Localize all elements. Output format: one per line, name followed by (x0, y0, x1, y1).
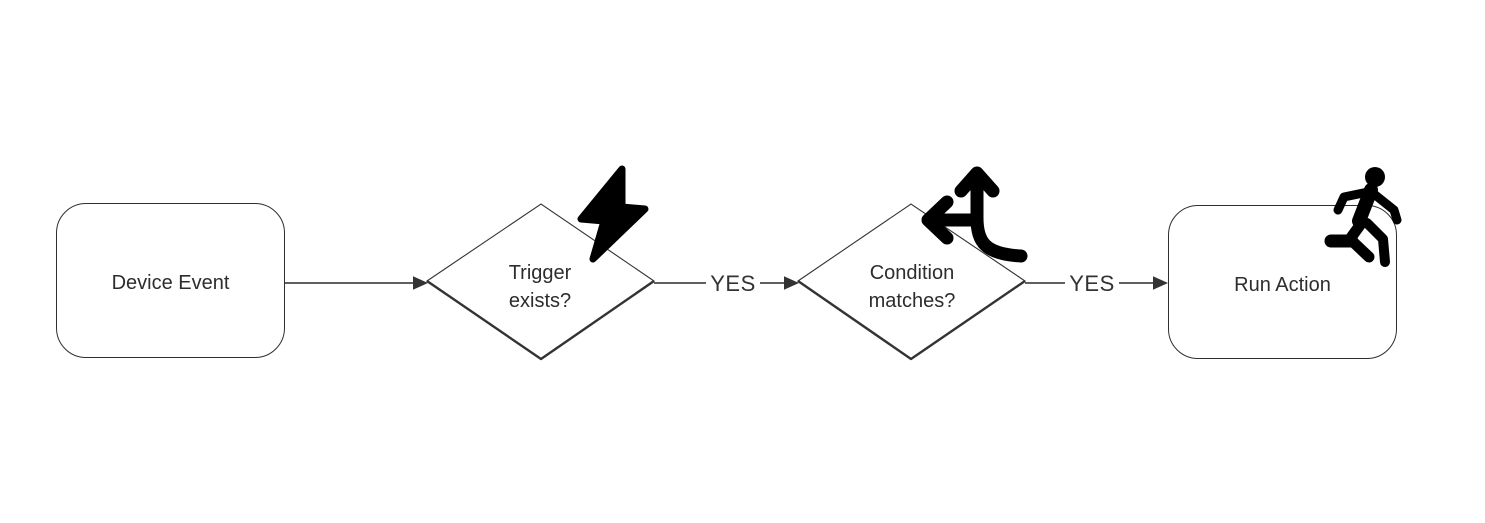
split-arrows-icon (921, 166, 1028, 263)
node-device-event-label: Device Event (111, 272, 230, 294)
arrowhead-icon (784, 276, 799, 290)
edge-device-to-trigger (285, 276, 428, 290)
edge-label-trigger-yes: YES (710, 271, 756, 296)
arrowhead-icon (1153, 276, 1168, 290)
node-trigger-exists-label: Trigger exists? (508, 262, 572, 312)
node-run-action-label: Run Action (1234, 273, 1331, 296)
edge-label-condition-yes: YES (1069, 271, 1115, 296)
node-device-event: Device Event (56, 203, 285, 358)
runner-head (1365, 167, 1385, 187)
node-condition-matches-label: Condition matches? (868, 262, 956, 312)
lightning-bolt-icon (577, 165, 649, 263)
arrowhead-icon (413, 276, 428, 290)
node-run-action: Run Action (1168, 205, 1397, 359)
